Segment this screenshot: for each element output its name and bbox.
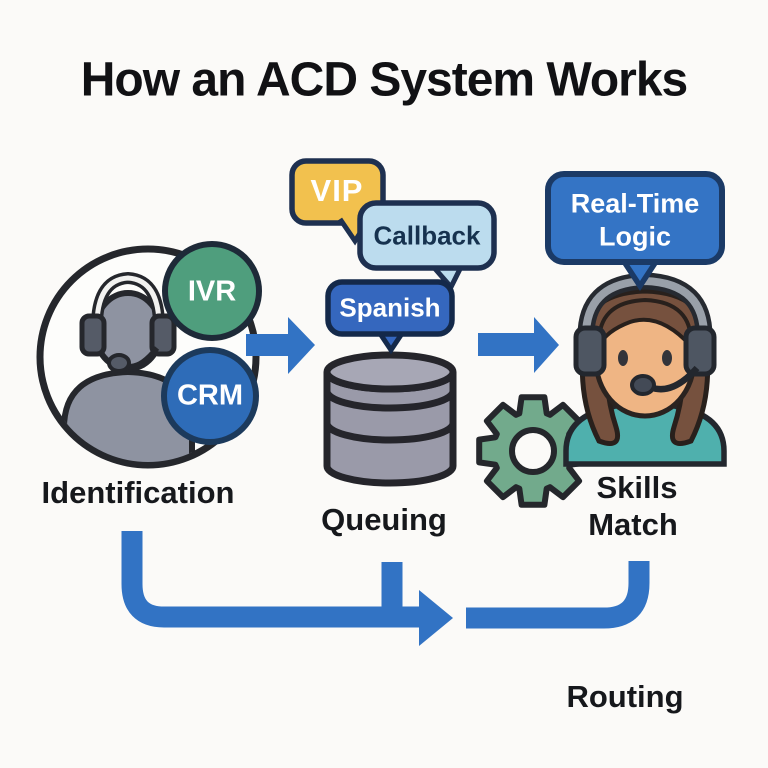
- stage-label-identification: Identification: [41, 475, 235, 510]
- logic-bubble-label-line1: Real-Time: [570, 188, 700, 219]
- stage-label-match: Match: [588, 507, 678, 542]
- stage-label-routing: Routing: [566, 679, 684, 714]
- spanish-bubble-label: Spanish: [339, 292, 441, 323]
- routing-arrow-icon: [121, 531, 650, 646]
- stage-label-queuing: Queuing: [321, 502, 447, 537]
- spanish-bubble-icon: [325, 279, 455, 355]
- logic-bubble-icon: [545, 171, 725, 292]
- queue-database-icon: [323, 351, 457, 487]
- stage-label-skills: Skills: [596, 470, 678, 505]
- gear-icon: [476, 394, 590, 508]
- page-title: How an ACD System Works: [80, 53, 688, 107]
- flow-arrow-2-icon: [478, 317, 559, 373]
- crm-badge-label: CRM: [176, 379, 244, 412]
- logic-bubble-label-line2: Logic: [599, 221, 671, 252]
- crm-badge: [161, 347, 259, 445]
- callback-bubble-icon: [357, 200, 497, 292]
- ivr-badge-label: IVR: [187, 275, 237, 308]
- vip-bubble-label: VIP: [310, 173, 364, 208]
- callback-bubble-label: Callback: [373, 220, 481, 251]
- agent-headset-icon: [563, 272, 727, 467]
- ivr-badge: [162, 241, 262, 341]
- flow-arrow-1-icon: [246, 317, 315, 374]
